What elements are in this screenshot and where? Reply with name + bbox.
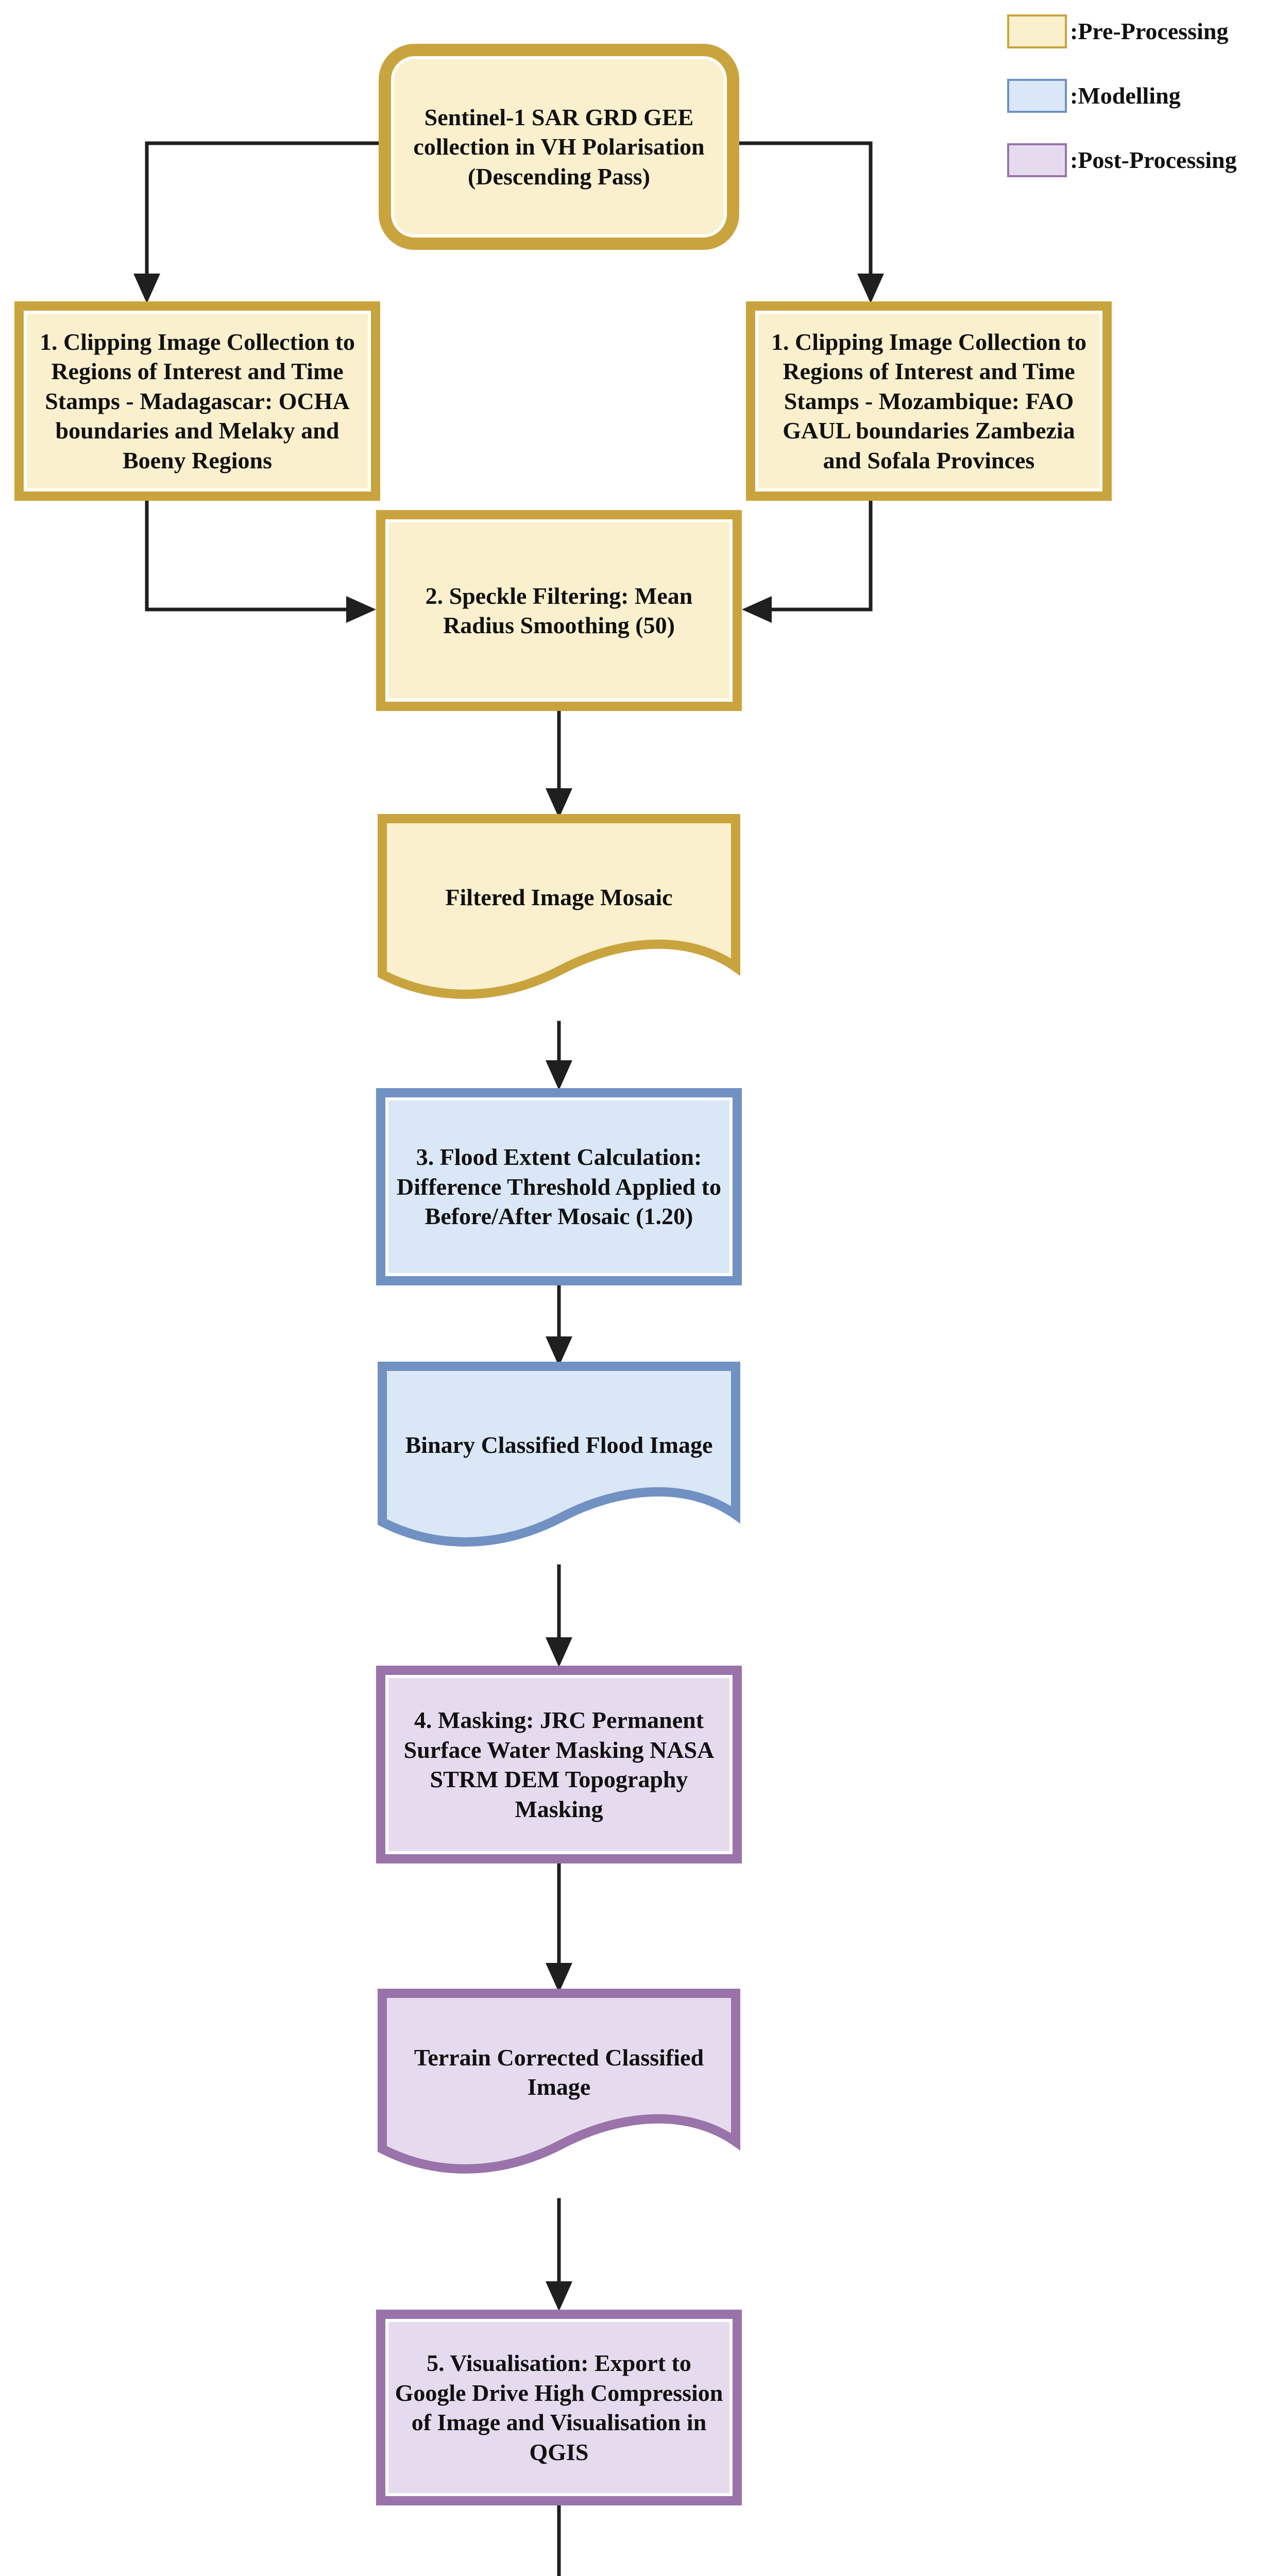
node-filtered-mosaic-label: Filtered Image Mosaic [445, 884, 673, 911]
legend-label-post-processing: :Post-Processing [1070, 147, 1237, 173]
legend-item-modelling: :Modelling [1007, 79, 1181, 113]
node-terrain-corrected-label: Terrain Corrected Classified Image [414, 2044, 704, 2100]
node-flood-extent-calc: 3. Flood Extent Calculation: Difference … [376, 1088, 742, 1285]
node-flood-extent-calc-label: 3. Flood Extent Calculation: Difference … [397, 1144, 721, 1230]
legend-swatch-post-processing [1007, 143, 1067, 177]
node-speckle-filtering-label: 2. Speckle Filtering: Mean Radius Smooth… [425, 582, 693, 639]
arrowheads [133, 274, 884, 2311]
connector-madagascar-to-speckle [145, 499, 350, 612]
arrowhead-into-speckle-left [346, 596, 376, 623]
node-visualisation: 5. Visualisation: Export to Google Drive… [376, 2310, 742, 2505]
node-clip-madagascar-label: 1. Clipping Image Collection to Regions … [39, 328, 355, 473]
arrowhead-into-mosaic [546, 788, 572, 818]
arrowhead-into-madagascar [133, 274, 160, 303]
node-source: Sentinel-1 SAR GRD GEE collection in VH … [379, 44, 739, 250]
arrowhead-into-calc [546, 1060, 572, 1090]
node-speckle-filtering: 2. Speckle Filtering: Mean Radius Smooth… [376, 510, 742, 711]
arrowhead-into-masking [546, 1637, 572, 1667]
arrowhead-into-speckle-right [742, 596, 772, 623]
node-clip-mozambique: 1. Clipping Image Collection to Regions … [746, 301, 1112, 501]
node-binary-flood-image-label: Binary Classified Flood Image [405, 1432, 713, 1459]
document-outline [378, 1989, 740, 2174]
node-binary-flood-image: Binary Classified Flood Image [376, 1360, 742, 1577]
legend-label-pre-processing: :Pre-Processing [1070, 18, 1229, 44]
arrowhead-into-visualisation [546, 2281, 572, 2311]
node-clip-madagascar: 1. Clipping Image Collection to Regions … [14, 301, 380, 501]
arrowhead-into-terrain [546, 1963, 572, 1993]
document-outline [378, 1362, 740, 1547]
legend-swatch-modelling [1007, 79, 1067, 113]
node-visualisation-label: 5. Visualisation: Export to Google Drive… [395, 2350, 723, 2465]
node-terrain-corrected: Terrain Corrected Classified Image [376, 1987, 742, 2204]
legend-item-post-processing: :Post-Processing [1007, 143, 1237, 177]
arrowhead-into-mozambique [857, 274, 884, 303]
legend-swatch-pre-processing [1007, 14, 1067, 48]
connector-mozambique-to-speckle [768, 499, 873, 612]
legend-label-modelling: :Modelling [1070, 82, 1181, 109]
document-shape-icon [378, 1362, 740, 1547]
node-clip-mozambique-label: 1. Clipping Image Collection to Regions … [771, 328, 1087, 473]
document-shape-icon [378, 1989, 740, 2174]
connector-lines [145, 141, 873, 2576]
node-masking-label: 4. Masking: JRC Permanent Surface Water … [403, 1707, 715, 1822]
node-masking: 4. Masking: JRC Permanent Surface Water … [376, 1666, 742, 1863]
legend-item-pre-processing: :Pre-Processing [1007, 14, 1228, 48]
document-outline [378, 814, 740, 999]
document-shape-icon [378, 814, 740, 999]
arrowhead-into-binary [546, 1336, 572, 1366]
node-filtered-mosaic: Filtered Image Mosaic [376, 812, 742, 1029]
node-source-label: Sentinel-1 SAR GRD GEE collection in VH … [413, 104, 705, 190]
